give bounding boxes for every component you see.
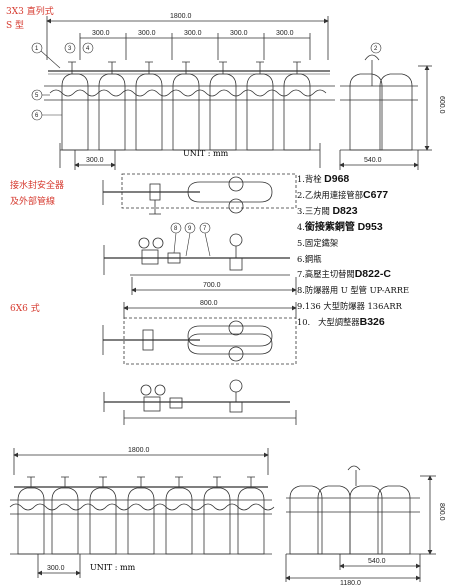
- legend-item: 3.三方閥 D823: [297, 204, 358, 217]
- legend-item: 2.乙炔用連接管部C677: [297, 188, 389, 201]
- legend-item: 6.鋼瓶: [297, 253, 322, 264]
- callout-numbers: 1 3 4 2 5 6 8 9 7: [35, 46, 378, 232]
- dim-top-overall: 1800.0: [170, 13, 192, 20]
- dim-mid-upper: 700.0: [203, 282, 221, 289]
- top-callouts: [31, 42, 382, 121]
- callout-2: 2: [374, 46, 378, 52]
- parts-legend: 1.背栓 D968 2.乙炔用連接管部C677 3.三方閥 D823 4.銜接紫…: [297, 172, 409, 331]
- legend-item: 9.136 大型防爆器 136ARR: [297, 301, 402, 312]
- callout-6: 6: [35, 113, 39, 119]
- unit-label-bottom: UNIT : mm: [90, 563, 136, 572]
- six-by-six-front: [103, 379, 297, 425]
- flashback-label-1: 接水封安全器: [10, 181, 65, 191]
- callout-7: 7: [203, 226, 207, 232]
- callout-1: 1: [35, 46, 39, 52]
- legend-item: 8.防爆器用 U 型管 UP-ARRE: [297, 285, 410, 296]
- valve-row-top: [68, 61, 301, 74]
- bottom-front-view: [9, 448, 275, 578]
- callout-3: 3: [68, 46, 72, 52]
- dim-top-side-width: 540.0: [364, 157, 382, 164]
- callout-4: 4: [86, 46, 90, 52]
- regulator-front-view: [103, 233, 297, 295]
- dim-bottom-spacing: 300.0: [47, 565, 65, 572]
- dim-top-spacing-5: 300.0: [276, 30, 294, 37]
- legend-item: 5.固定鐵架: [297, 237, 339, 248]
- flashback-label-2: 及外部管線: [10, 197, 56, 207]
- dim-mid-lower: 800.0: [200, 300, 218, 307]
- legend-item: 4.銜接紫銅管 D953: [297, 220, 383, 233]
- legend-item: 10. 大型調整器B326: [297, 316, 385, 329]
- heading-6x6: 6X6 式: [10, 304, 40, 314]
- top-side-view: [339, 54, 432, 170]
- dim-bottom-side-height: 800.0: [438, 503, 445, 521]
- mid-callouts: [170, 222, 211, 257]
- legend-item: 1.背栓 D968: [297, 173, 350, 185]
- dim-top-spacing-3: 300.0: [184, 30, 202, 37]
- top-front-view: [44, 16, 335, 170]
- dim-top-spacing-2: 300.0: [138, 30, 156, 37]
- legend-item: 7.高壓主切替閥D822-C: [297, 268, 391, 281]
- dimension-labels: 1800.0 300.0 300.0 300.0 300.0 300.0 300…: [47, 13, 445, 587]
- cylinder-row-top: [61, 73, 311, 151]
- dim-top-bottom-spacing: 300.0: [86, 157, 104, 164]
- dim-bottom-side-width-2: 1180.0: [340, 580, 361, 587]
- callout-9: 9: [188, 226, 192, 232]
- dim-bottom-overall: 1800.0: [128, 447, 150, 454]
- heading-3x3: 3X3 直列式: [6, 7, 54, 17]
- unit-label-top: UNIT : mm: [183, 149, 229, 158]
- dim-top-spacing-4: 300.0: [230, 30, 248, 37]
- dim-top-side-height: 600.0: [438, 96, 445, 114]
- flashback-plan-view: [102, 173, 297, 215]
- callout-8: 8: [174, 226, 178, 232]
- dim-top-spacing-1: 300.0: [92, 30, 110, 37]
- bottom-side-view: [285, 465, 436, 582]
- heading-type-s: S 型: [6, 21, 25, 31]
- callout-5: 5: [35, 93, 39, 99]
- dim-bottom-side-width-1: 540.0: [368, 558, 386, 565]
- six-by-six-plan: [102, 302, 297, 365]
